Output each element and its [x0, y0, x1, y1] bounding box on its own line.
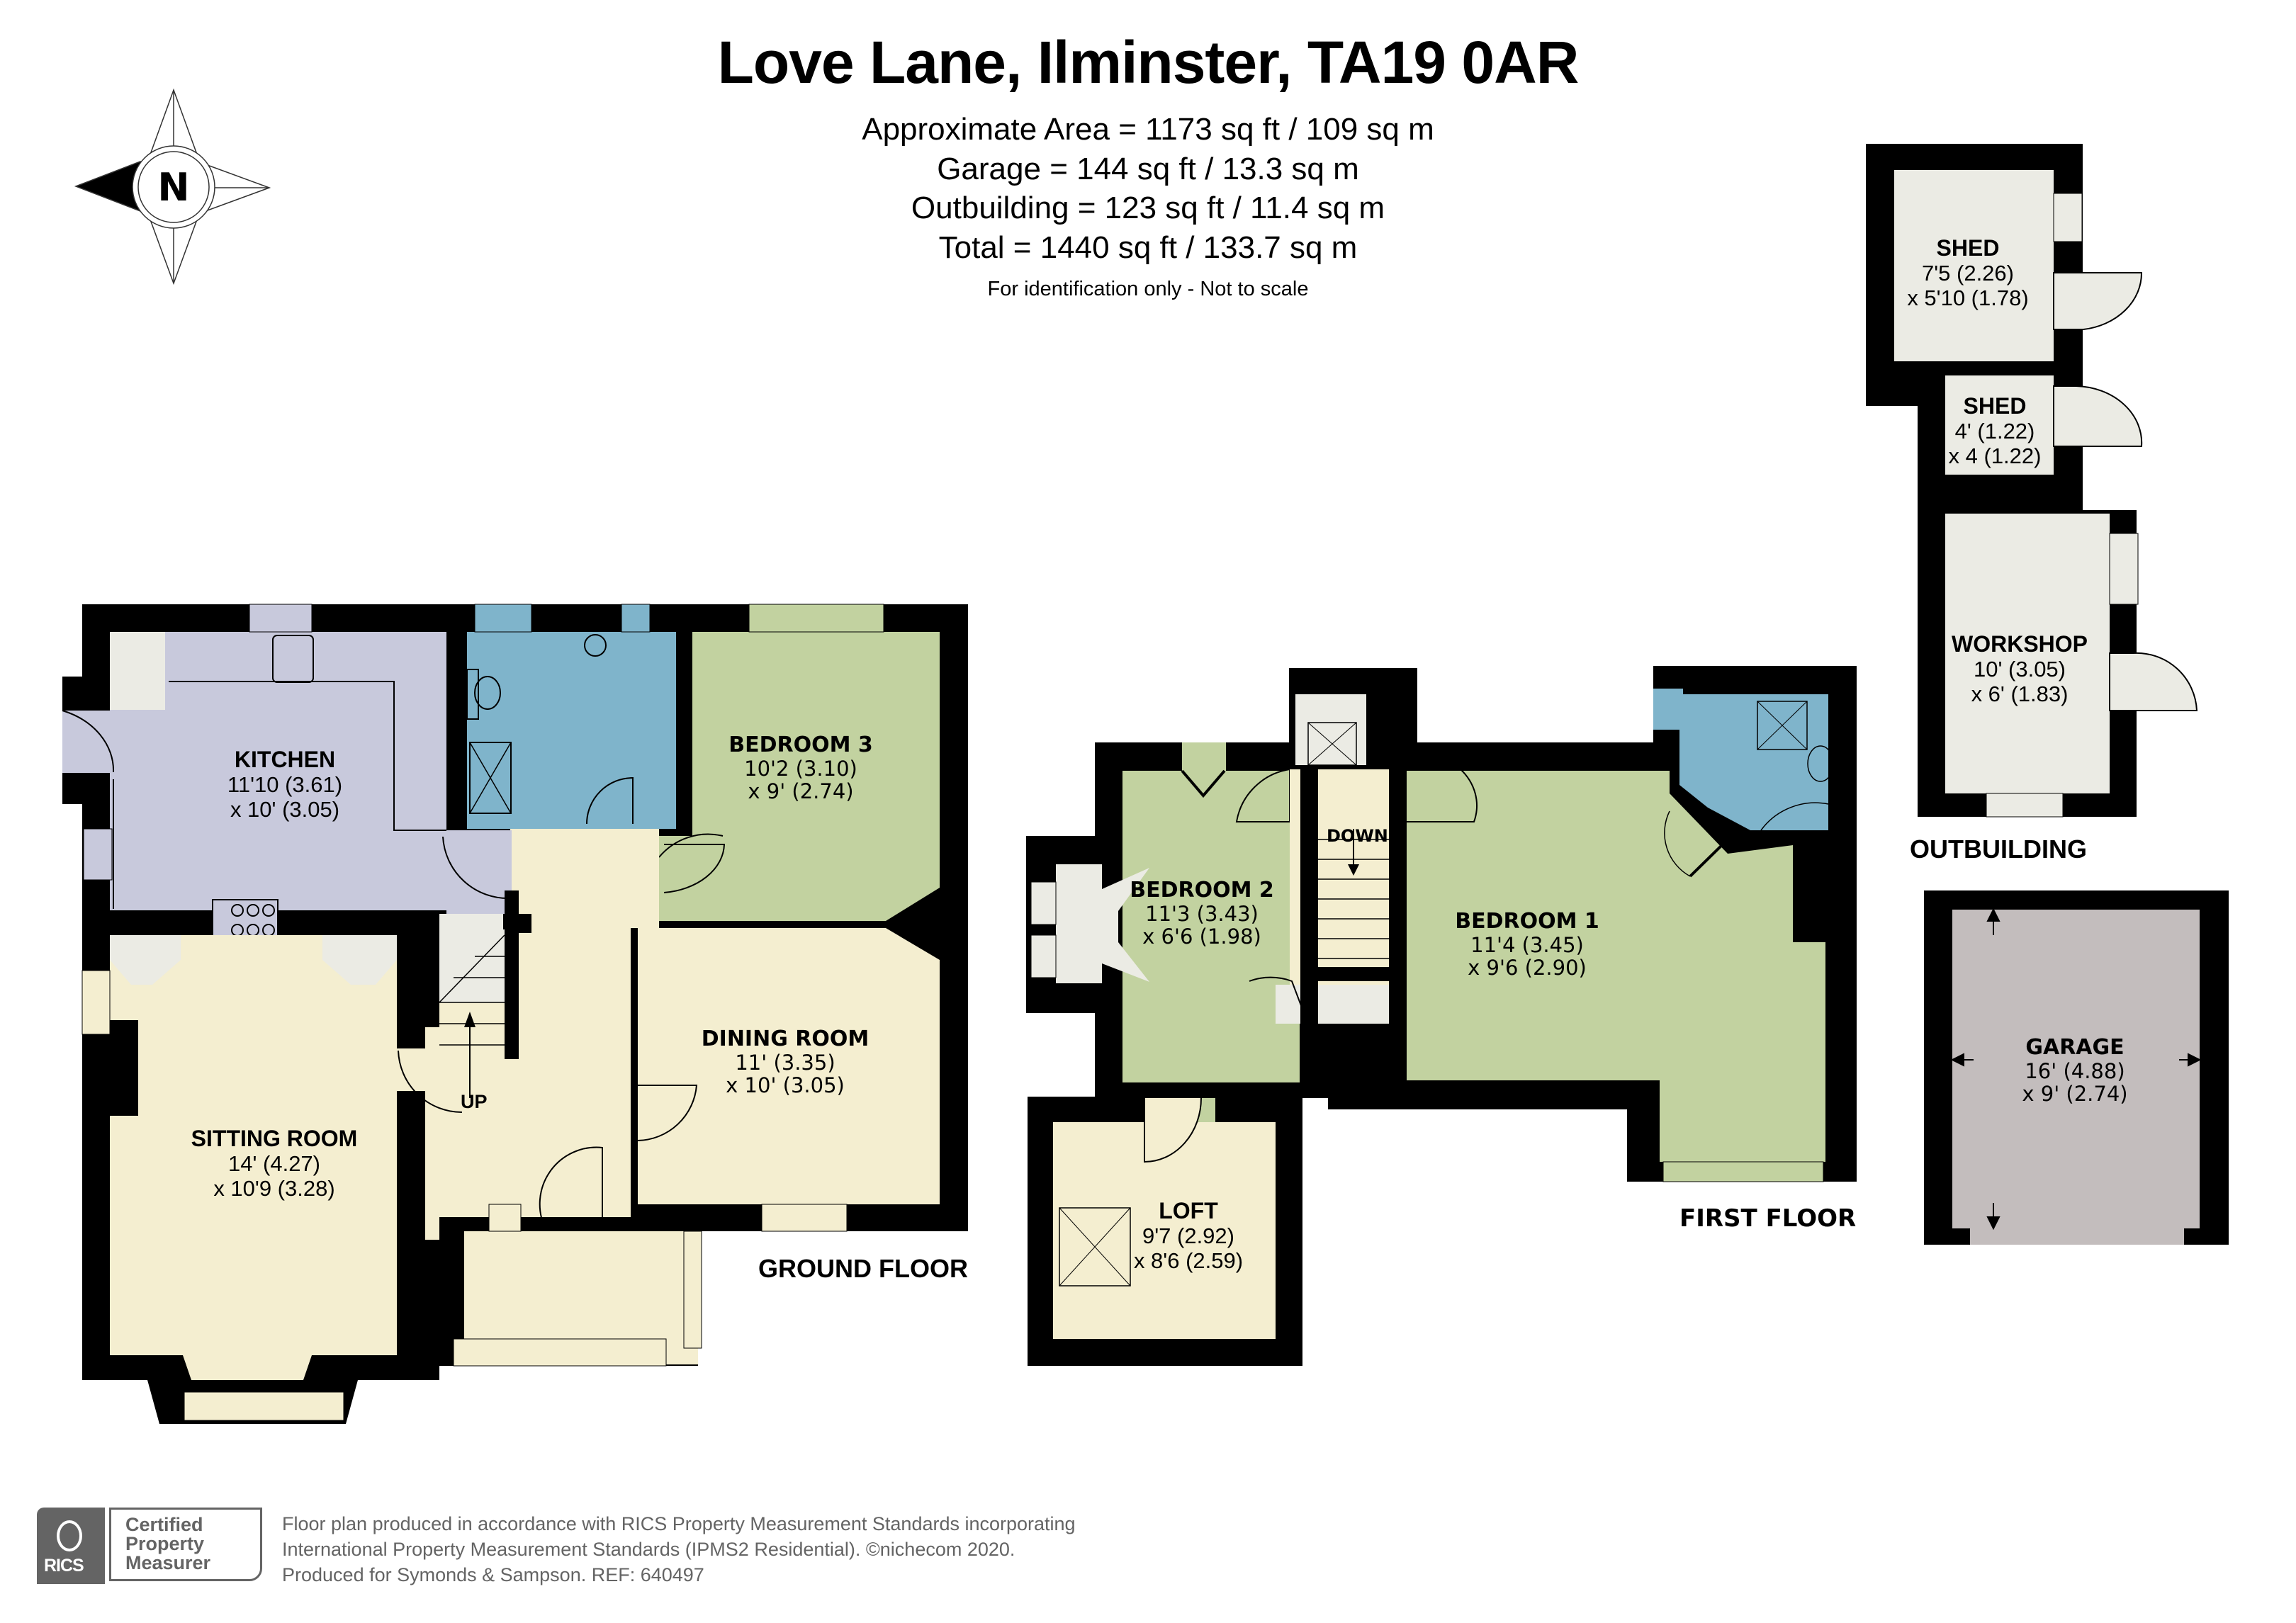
room-dimension: x 9'6 (2.90): [1468, 956, 1587, 980]
ground-floor-plan: [62, 604, 968, 1424]
room-dining-room: DINING ROOM 11' (3.35) x 10' (3.05): [702, 1027, 869, 1097]
room-dimension: 4' (1.22): [1954, 418, 2035, 443]
approximate-area: Approximate Area = 1173 sq ft / 109 sq m: [862, 112, 1434, 147]
outbuilding-label: OUTBUILDING: [1910, 835, 2087, 864]
room-shed-large: SHED 7'5 (2.26) x 5'10 (1.78): [1907, 235, 2029, 310]
room-dimension: 14' (4.27): [228, 1150, 320, 1176]
room-workshop: WORKSHOP 10' (3.05) x 6' (1.83): [1952, 631, 2088, 706]
room-dimension: x 9' (2.74): [748, 779, 854, 804]
room-shed-small: SHED 4' (1.22) x 4 (1.22): [1948, 393, 2042, 468]
ground-floor-label: GROUND FLOOR: [758, 1254, 968, 1283]
room-name: BEDROOM 3: [728, 733, 873, 757]
badge-line: Measurer: [125, 1552, 211, 1573]
room-name: GARAGE: [2025, 1035, 2125, 1060]
room-dimension: 10' (3.05): [1974, 656, 2066, 682]
garage-area: Garage = 144 sq ft / 13.3 sq m: [937, 152, 1359, 186]
room-dimension: x 10'9 (3.28): [213, 1175, 335, 1201]
rics-lion-icon: [57, 1520, 82, 1551]
total-area: Total = 1440 sq ft / 133.7 sq m: [938, 230, 1358, 265]
room-dimension: x 10' (3.05): [230, 796, 340, 822]
room-bedroom-1: BEDROOM 1 11'4 (3.45) x 9'6 (2.90): [1455, 910, 1599, 980]
room-dimension: 16' (4.88): [2025, 1058, 2125, 1083]
room-dimension: 10'2 (3.10): [744, 756, 857, 781]
room-kitchen: KITCHEN 11'10 (3.61) x 10' (3.05): [227, 747, 342, 822]
room-name: BEDROOM 2: [1130, 878, 1274, 903]
room-dimension: 11'10 (3.61): [227, 771, 343, 797]
outbuilding-area: Outbuilding = 123 sq ft / 11.4 sq m: [911, 191, 1385, 225]
footer-line: Produced for Symonds & Sampson. REF: 640…: [282, 1563, 704, 1585]
room-dimension: x 6' (1.83): [1971, 681, 2069, 706]
room-dimension: x 4 (1.22): [1948, 443, 2042, 468]
svg-text:N: N: [157, 165, 189, 210]
certified-property-measurer-box: Certified Property Measurer: [109, 1508, 262, 1581]
room-dimension: x 8'6 (2.59): [1133, 1248, 1244, 1273]
stairs-up-label: UP: [461, 1091, 488, 1112]
room-dimension: x 9' (2.74): [2022, 1082, 2128, 1107]
room-name: SHED: [1963, 393, 2027, 419]
room-dimension: x 10' (3.05): [726, 1073, 845, 1098]
room-bedroom-2: BEDROOM 2 11'3 (3.43) x 6'6 (1.98): [1130, 878, 1274, 949]
rics-logo-text: RICS: [44, 1556, 84, 1576]
room-dimension: 9'7 (2.92): [1142, 1223, 1234, 1248]
room-dimension: 11'3 (3.43): [1145, 901, 1259, 926]
footer-notes: Floor plan produced in accordance with R…: [282, 1512, 1076, 1588]
room-dimension: 11' (3.35): [735, 1050, 835, 1075]
room-dimension: 11'4 (3.45): [1470, 932, 1584, 957]
room-name: SITTING ROOM: [191, 1126, 358, 1151]
badge-line: Certified: [125, 1514, 203, 1535]
dimension-arrows: [1950, 907, 2202, 1231]
first-floor-plan: [1026, 666, 1857, 1366]
outbuilding-plan: [1866, 144, 2198, 818]
room-name: KITCHEN: [234, 747, 336, 772]
garage-plan: [1924, 890, 2229, 1245]
rics-logo: RICS: [37, 1508, 105, 1584]
room-dimension: x 6'6 (1.98): [1142, 924, 1261, 949]
footer-line: Floor plan produced in accordance with R…: [282, 1513, 1076, 1534]
rics-certified-badge: RICS Certified Property Measurer: [37, 1508, 265, 1584]
badge-line: Property: [125, 1533, 205, 1554]
room-dimension: x 5'10 (1.78): [1907, 285, 2029, 310]
room-name: BEDROOM 1: [1455, 909, 1599, 934]
room-bedroom-3: BEDROOM 3 10'2 (3.10) x 9' (2.74): [728, 733, 873, 803]
footer-line: International Property Measurement Stand…: [282, 1538, 1015, 1560]
disclaimer: For identification only - Not to scale: [987, 278, 1309, 300]
stairs-down-label: DOWN: [1327, 826, 1388, 846]
room-name: WORKSHOP: [1952, 631, 2088, 657]
room-name: DINING ROOM: [701, 1027, 870, 1051]
first-floor-label: FIRST FLOOR: [1679, 1204, 1857, 1233]
page-title: Love Lane, Ilminster, TA19 0AR: [717, 29, 1580, 96]
room-dimension: 7'5 (2.26): [1921, 260, 2014, 285]
room-name: SHED: [1936, 235, 2000, 261]
compass-north-arrow-icon: N: [74, 88, 271, 285]
room-loft: LOFT 9'7 (2.92) x 8'6 (2.59): [1133, 1198, 1244, 1273]
room-name: LOFT: [1159, 1198, 1218, 1223]
room-garage: GARAGE 16' (4.88) x 9' (2.74): [2022, 1036, 2127, 1106]
room-sitting-room: SITTING ROOM 14' (4.27) x 10'9 (3.28): [191, 1126, 358, 1201]
